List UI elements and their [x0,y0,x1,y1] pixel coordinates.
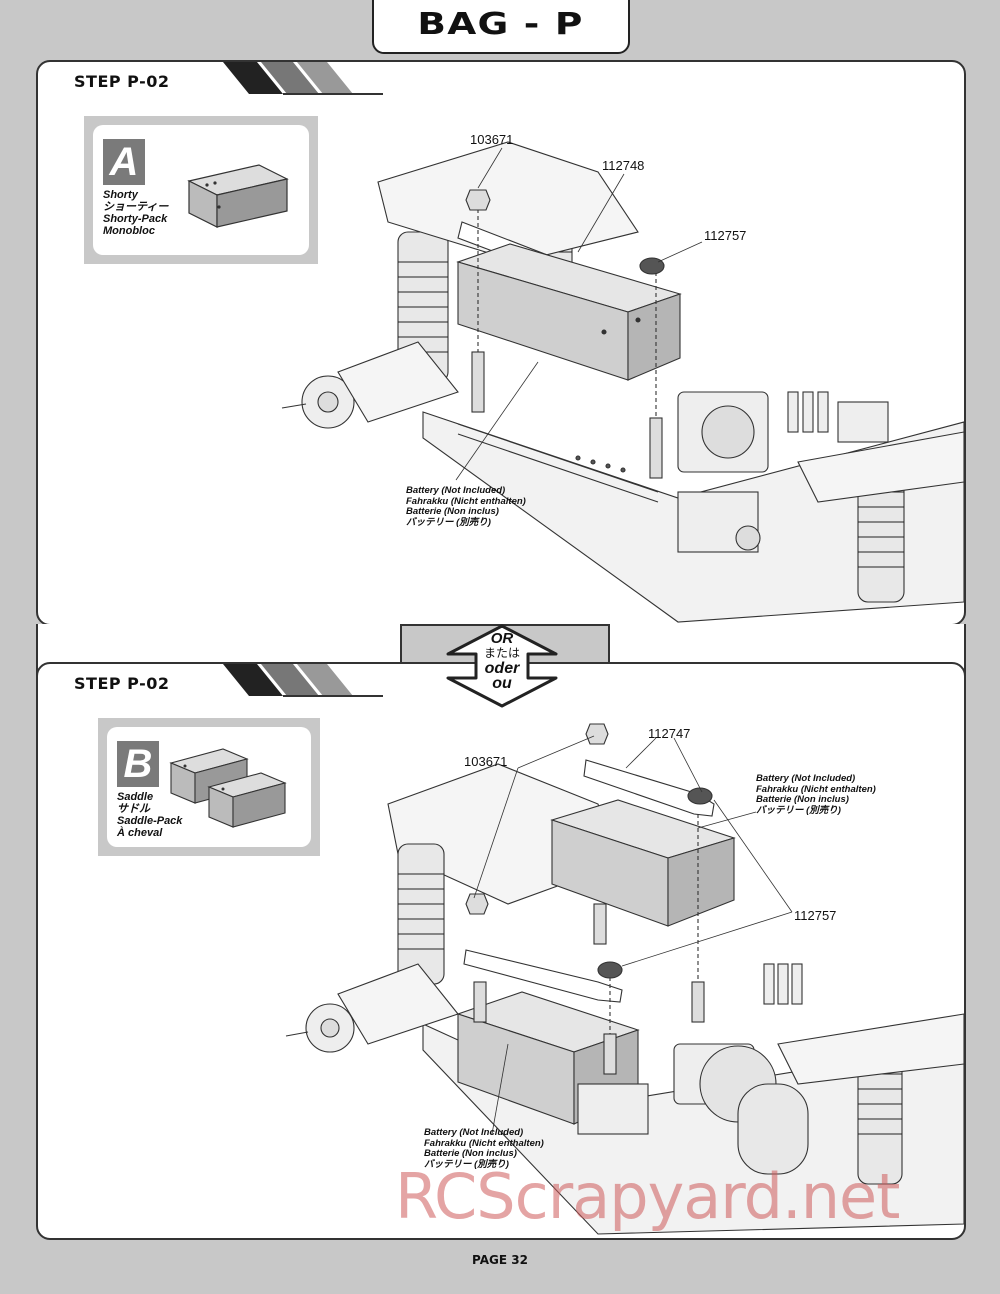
step-label: STEP P-02 [74,72,170,91]
battery-note-a: Battery (Not Included) Fahrakku (Nicht e… [406,485,526,528]
page-title: BAG - P [417,6,585,42]
page-title-tab: BAG - P [372,0,630,54]
watermark: RCScrapyard.net [395,1160,900,1233]
or-label: OR または oder ou [483,630,520,692]
part-number-112748: 112748 [602,158,644,173]
option-a-letter: A [103,139,145,185]
step-label: STEP P-02 [74,674,170,693]
option-b-letter: B [117,741,159,787]
part-number-112747: 112747 [648,726,690,741]
part-number-112757: 112757 [704,228,746,243]
part-number-103671: 103671 [470,132,513,147]
double-arrow-icon [446,624,558,708]
or-arrow: OR または oder ou [444,624,560,708]
battery-note-b-bottom: Battery (Not Included) Fahrakku (Nicht e… [424,1127,544,1170]
shorty-battery-icon [187,164,289,228]
page-number: PAGE 32 [472,1253,528,1267]
option-b-box: B Saddle サドル Saddle-Pack À cheval [98,718,320,856]
step-panel-a: STEP P-02 A Shorty ショーティー Shorty-Pack Mo… [36,60,966,626]
chassis-drawing-a: 103671 112748 112757 [281,132,964,623]
part-number-103671: 103671 [464,754,507,769]
option-a-names: Shorty ショーティー Shorty-Pack Monobloc [103,189,169,237]
option-a-box: A Shorty ショーティー Shorty-Pack Monobloc [84,116,318,264]
step-header-stripes [223,664,383,697]
saddle-battery-icon [169,748,287,828]
chassis-drawing-b: 103671 112747 112757 [285,723,964,1235]
part-number-112757: 112757 [794,908,836,923]
step-panel-b: STEP P-02 B Saddle サドル Saddle-Pack À che… [36,662,966,1240]
battery-note-b-top: Battery (Not Included) Fahrakku (Nicht e… [756,773,876,816]
option-b-names: Saddle サドル Saddle-Pack À cheval [117,791,183,839]
step-header-stripes [223,62,383,95]
